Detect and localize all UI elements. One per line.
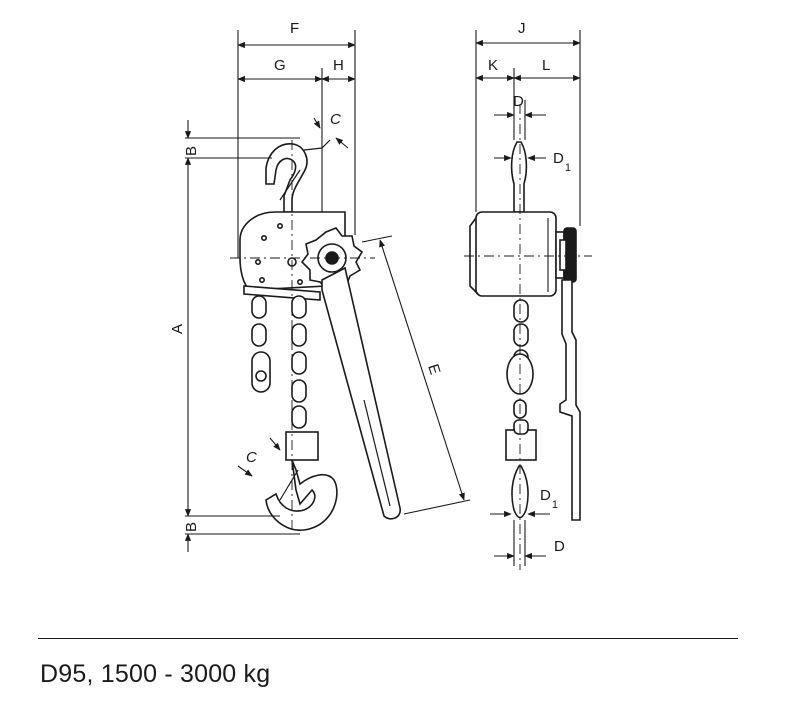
side-centerline: [464, 104, 592, 570]
label-d-bottom: D: [554, 538, 565, 555]
label-k: K: [488, 57, 498, 74]
label-e: E: [424, 362, 443, 377]
label-d1-bottom: D1: [540, 487, 558, 511]
divider-rule: [38, 638, 738, 639]
side-view: [469, 141, 581, 521]
side-bottom-block: [505, 419, 537, 519]
label-h: H: [333, 57, 344, 74]
label-d1-top: D1: [553, 150, 571, 174]
chain-right: [291, 295, 307, 429]
side-lever: [559, 279, 581, 521]
hoist-dimension-drawing: F G H C C B A B E J K L D D1 D1 D: [169, 20, 592, 570]
side-housing: [469, 211, 577, 297]
bottom-hook: [265, 431, 338, 531]
side-dimensions: [475, 30, 581, 566]
dimension-labels: F G H C C B A B E J K L D D1 D1 D: [169, 20, 571, 555]
top-hook: [265, 139, 331, 213]
chain-left: [251, 295, 271, 393]
label-g: G: [274, 57, 286, 74]
front-view: [239, 139, 401, 531]
label-a: A: [169, 324, 186, 334]
label-l: L: [542, 57, 550, 74]
front-centerline: [230, 140, 375, 530]
label-c-top: C: [330, 111, 341, 128]
label-b-bottom: B: [183, 522, 200, 532]
model-caption: D95, 1500 - 3000 kg: [40, 660, 271, 688]
label-b-top: B: [183, 146, 200, 156]
label-f: F: [290, 20, 299, 37]
label-j: J: [518, 20, 526, 37]
front-dimensions: [184, 30, 471, 552]
label-c-bottom: C: [246, 449, 257, 466]
label-d-top: D: [513, 93, 524, 110]
side-top-hook: [510, 141, 528, 213]
